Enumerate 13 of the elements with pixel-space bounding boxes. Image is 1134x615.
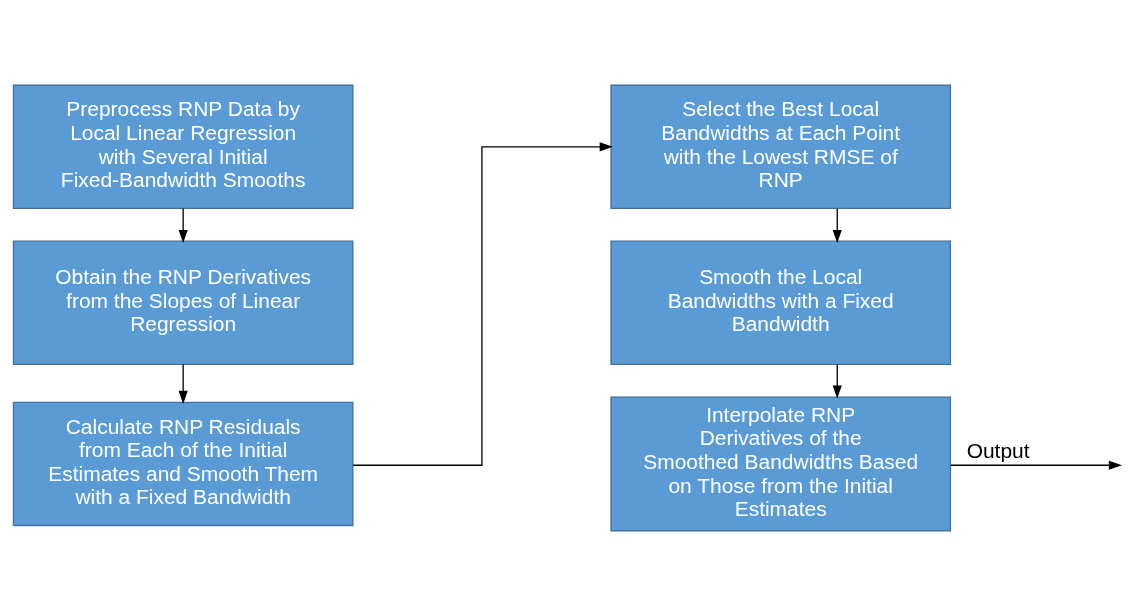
node-box: Smooth the Local Bandwidths with a Fixed Bandwidth — [610, 240, 952, 365]
arrow — [950, 460, 1122, 470]
arrow — [832, 363, 842, 399]
arrow — [352, 141, 613, 466]
arrow — [178, 207, 188, 243]
arrow — [832, 207, 842, 243]
node-box: Calculate RNP Residuals from Each of the Initial Estimates and Smooth Them with a Fixed Bandwidth — [12, 401, 354, 526]
node-box: Interpolate RNP Derivatives of the Smoothed Bandwidths Based on Those from the Initial Estimates — [610, 395, 952, 531]
node-box: Preprocess RNP Data by Local Linear Regression with Several Initial Fixed-Bandwidth Smooths — [12, 84, 354, 209]
node-box: Select the Best Local Bandwidths at Each Point with the Lowest RMSE of RNP — [610, 84, 952, 209]
node-box: Obtain the RNP Derivatives from the Slopes of Linear Regression — [12, 240, 354, 365]
arrow — [178, 363, 188, 404]
edge-label: Output — [966, 438, 1030, 462]
